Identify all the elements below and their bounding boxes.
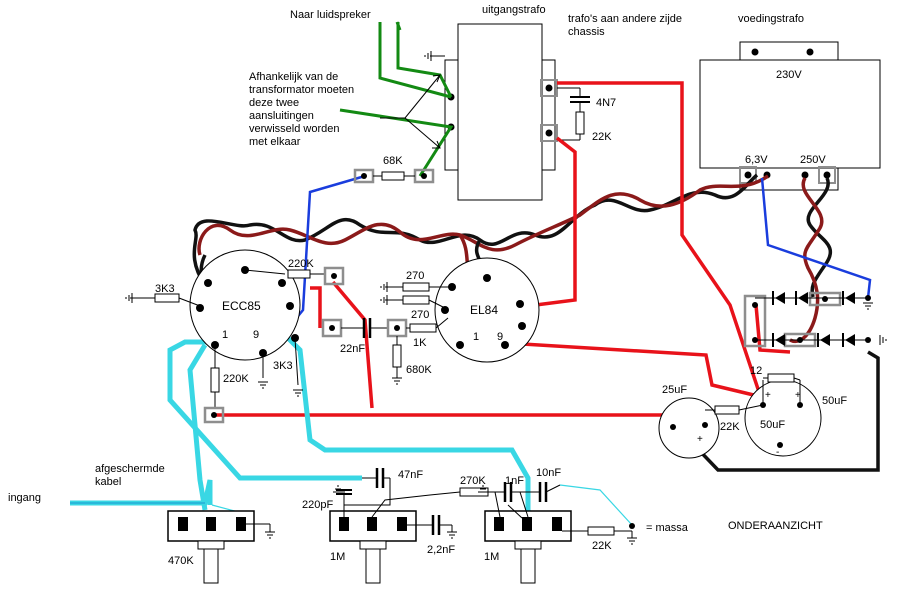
label-250v: 250V: [800, 154, 826, 166]
label-3k3-cathode: 3K3: [273, 360, 293, 372]
resistor-3k3-left: [125, 292, 201, 307]
note-arrows: [380, 74, 441, 149]
label-shielded-2: kabel: [95, 476, 121, 488]
label-270-a: 270: [406, 270, 424, 282]
note-line-6: met elkaar: [249, 136, 301, 148]
massa-ground-symbol: [629, 523, 635, 529]
label-270-b: 270: [411, 309, 429, 321]
label-220k-grid: 220K: [223, 373, 249, 385]
label-22k-ot: 22K: [592, 131, 612, 143]
label-view: ONDERAANZICHT: [728, 520, 823, 532]
note-line-3: deze twee: [249, 97, 299, 109]
label-220pf: 220pF: [302, 499, 333, 511]
label-3k3-left: 3K3: [155, 283, 175, 295]
label-470k: 470K: [168, 555, 194, 567]
shielded-cables: [70, 320, 531, 520]
ecc85-socket: [189, 249, 301, 361]
label-47nf: 47nF: [398, 469, 423, 481]
label-shielded-1: afgeschermde: [95, 463, 165, 475]
label-230v: 230V: [776, 69, 802, 81]
blue-wires: [284, 174, 872, 333]
note-line-1: Afhankelijk van de: [249, 71, 338, 83]
label-22nf: 22nF: [340, 343, 365, 355]
svg-text:+: +: [765, 390, 771, 401]
hv-twisted-pair: [789, 177, 833, 343]
label-25uf: 25uF: [662, 384, 687, 396]
label-speaker: Naar luidspreker: [290, 9, 371, 21]
label-input: ingang: [8, 492, 41, 504]
label-el84: EL84: [470, 303, 498, 317]
label-22k-tone: 22K: [592, 540, 612, 552]
pot-1m-a: [329, 510, 417, 584]
label-transformers-note-2: chassis: [568, 26, 605, 38]
note-line-5: verwisseld worden: [249, 123, 339, 135]
svg-text:+: +: [795, 390, 801, 401]
label-12: 12: [750, 365, 762, 377]
label-1m-b: 1M: [484, 551, 499, 563]
resistor-68k: [353, 168, 435, 184]
label-2-2nf: 2,2nF: [427, 544, 455, 556]
label-50uf-b: 50uF: [760, 419, 785, 431]
rectifier-bridge: [743, 291, 887, 348]
tone-network: [332, 468, 638, 545]
label-power-transformer: voedingstrafo: [738, 13, 804, 25]
output-transformer: [444, 23, 558, 201]
label-el84-pin1: 1: [473, 331, 479, 343]
pot-470k: [167, 510, 276, 584]
label-10nf: 10nF: [536, 467, 561, 479]
pot-1m-b: [484, 510, 572, 584]
power-transformer: [699, 41, 881, 191]
snubber-network: [557, 87, 590, 141]
label-1k: 1K: [413, 337, 427, 349]
label-6-3v: 6,3V: [745, 154, 768, 166]
svg-text:+: +: [697, 434, 703, 445]
label-1m-a: 1M: [330, 551, 345, 563]
label-ecc85-pin9: 9: [253, 329, 259, 341]
label-220k-top: 220K: [288, 258, 314, 270]
svg-text:-: -: [776, 447, 779, 458]
speaker-ground: [424, 50, 445, 62]
label-ecc85: ECC85: [222, 299, 261, 313]
label-ecc85-pin1: 1: [222, 329, 228, 341]
el84-socket: [434, 257, 540, 363]
note-line-4: aansluitingen: [249, 110, 314, 122]
resistors-270: [380, 281, 452, 309]
ecc85-cathode: [203, 337, 304, 424]
filter-capacitors: + + + -: [658, 373, 822, 459]
speaker-wires: [339, 21, 454, 177]
note-line-2: transformator moeten: [249, 84, 354, 96]
label-50uf-a: 50uF: [822, 395, 847, 407]
label-4n7: 4N7: [596, 97, 616, 109]
label-transformers-note-1: trafo's aan andere zijde: [568, 13, 682, 25]
coupling-network: [321, 317, 449, 385]
label-ground-massa: = massa: [646, 522, 689, 534]
label-22k-ps: 22K: [720, 421, 740, 433]
label-1nf: 1nF: [505, 475, 524, 487]
label-el84-pin9: 9: [497, 331, 503, 343]
label-680k: 680K: [406, 364, 432, 376]
resistor-220k-top: [244, 266, 345, 286]
label-output-transformer: uitgangstrafo: [482, 4, 546, 16]
label-68k: 68K: [383, 155, 403, 167]
label-270k: 270K: [460, 475, 486, 487]
